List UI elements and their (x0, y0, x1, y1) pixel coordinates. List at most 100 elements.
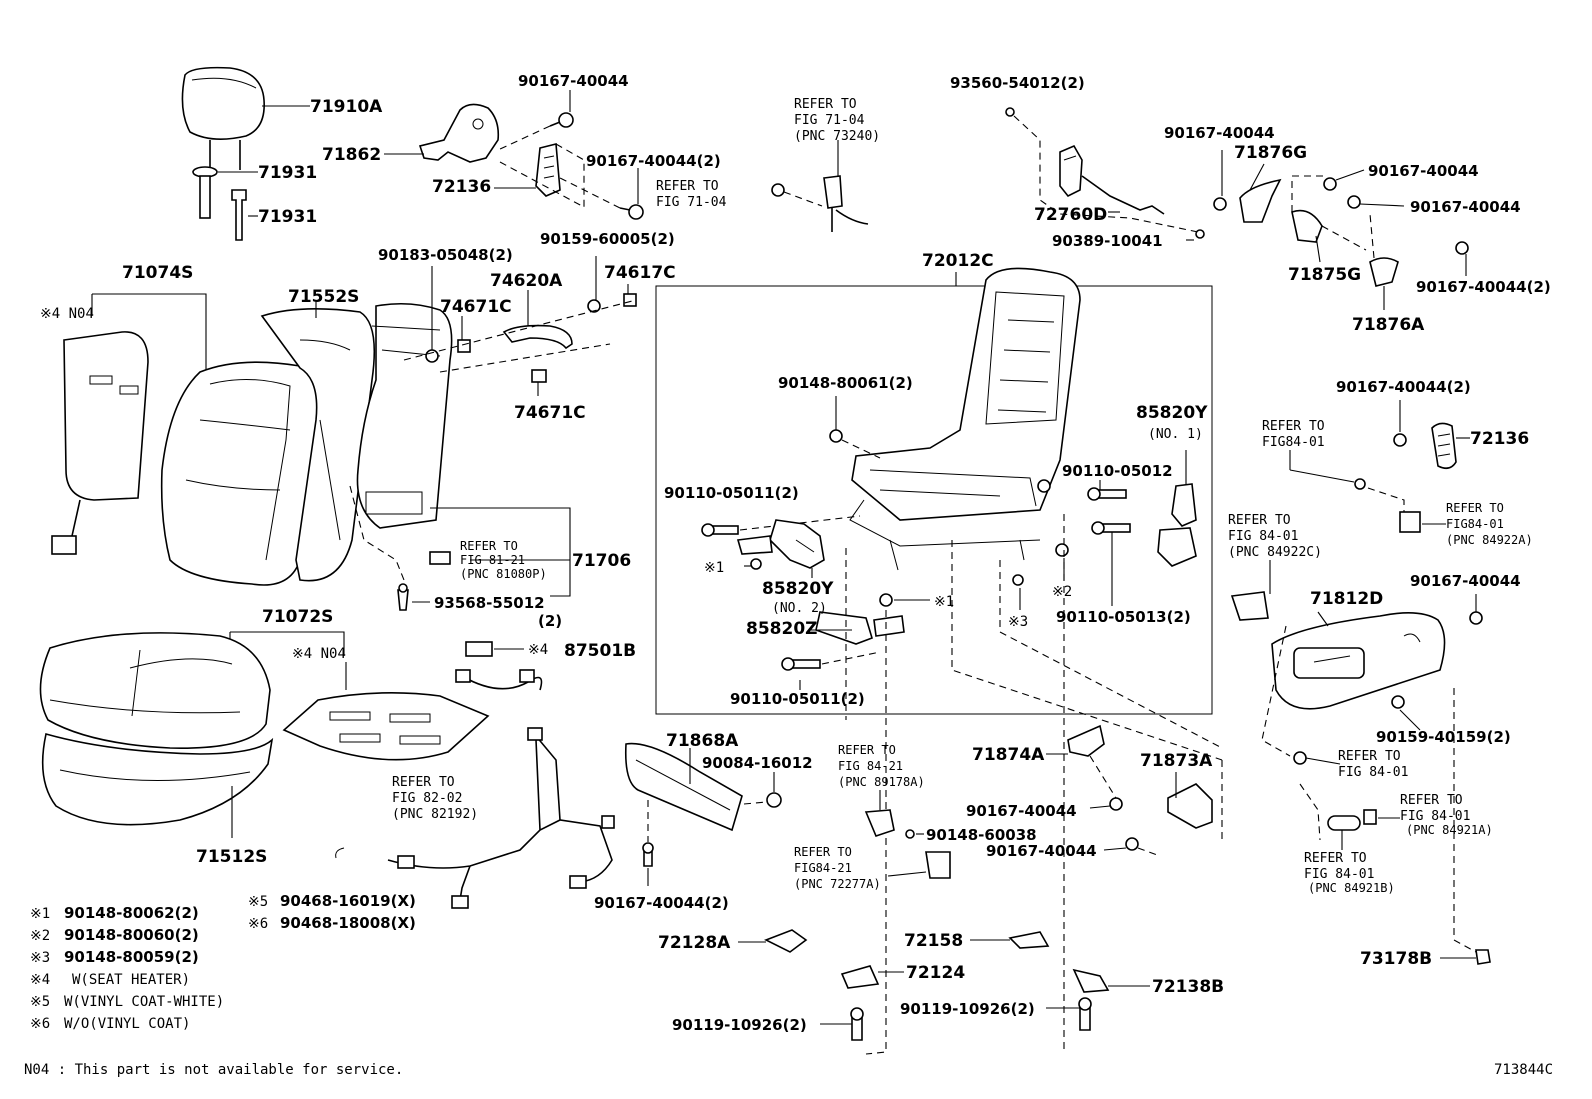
label-85820Z: 85820Z (746, 619, 817, 639)
cap-73178B (1440, 949, 1491, 965)
label-x4-n04-b: ※4 N04 (292, 646, 346, 662)
bracket-71876G (1213, 150, 1282, 223)
refer-8401b-l2: FIG84-01 (1446, 517, 1504, 531)
seatback-cover-71074S (160, 361, 325, 586)
legend-mark-3: ※3 (30, 950, 50, 966)
heater-mat-seat (282, 662, 490, 761)
switch-84922C (1230, 560, 1271, 621)
label-90110-05012: 90110-05012 (1062, 462, 1173, 480)
seatback-pad-71552S (260, 300, 376, 582)
refer-8401f-l1: REFER TO (1304, 851, 1367, 866)
refer-8121-l2: FIG 81-21 (460, 553, 525, 567)
label-90167-71868: 90167-40044(2) (594, 894, 729, 912)
refer-8401d-l2: FIG 84-01 (1338, 765, 1408, 780)
bracket-71873A (1103, 760, 1223, 857)
switch-84922A (1289, 450, 1446, 533)
legend-mark-6: ※6 (30, 1016, 50, 1032)
screw-90167-top (497, 90, 574, 151)
seat-frame-assembly (849, 267, 1081, 571)
label-90167-r2: 90167-40044 (1368, 162, 1479, 180)
label-85820Y-2-sub: (NO. 2) (772, 601, 827, 616)
label-90167-top: 90167-40044 (518, 72, 629, 90)
refer-notes: REFER TO FIG 71-04 (PNC 73240) REFER TO … (392, 97, 1533, 895)
clip-90468 (335, 847, 345, 859)
module-72277A (887, 851, 951, 879)
motor-85820Z (808, 611, 905, 645)
label-71874A: 71874A (972, 745, 1045, 765)
refer-7104a-l1: REFER TO (794, 97, 857, 112)
refer-8421a-l2: FIG 84-21 (838, 759, 903, 773)
label-90167-2a: 90167-40044(2) (586, 152, 721, 170)
bracket-71875G (1291, 175, 1367, 263)
refer-8421a-l3: (PNC 89178A) (838, 775, 925, 789)
label-71074S: 71074S (122, 263, 193, 283)
screws-90167-right (1323, 169, 1469, 276)
label-71512S: 71512S (196, 847, 267, 867)
label-71931-b: 71931 (258, 207, 317, 227)
switch-89178A (864, 790, 924, 839)
label-90110-05013: 90110-05013(2) (1056, 608, 1191, 626)
label-90167-71873: 90167-40044 (986, 842, 1097, 860)
refer-8401e-l2: FIG 84-01 (1400, 809, 1470, 824)
label-74617C: 74617C (604, 263, 676, 283)
legend-mark-1: ※1 (30, 906, 50, 922)
label-71910A: 71910A (310, 97, 383, 117)
refer-7104b-l2: FIG 71-04 (656, 195, 727, 210)
label-90468-16019: 90468-16019(X) (280, 892, 416, 910)
cover-71862 (384, 103, 500, 163)
wire-harness-seat (387, 727, 615, 909)
label-72124: 72124 (906, 963, 965, 983)
heater-connector-87501B (455, 641, 543, 691)
headrest-support-71931 (192, 166, 258, 241)
refer-8401e-l1: REFER TO (1400, 793, 1463, 808)
refer-8401b-l3: (PNC 84922A) (1446, 533, 1533, 547)
label-90167-71812: 90167-40044 (1410, 572, 1521, 590)
refer-8401c-l2: FIG 84-01 (1228, 529, 1298, 544)
label-72136-a: 72136 (432, 177, 491, 197)
label-85820Y-2: 85820Y (762, 579, 834, 599)
refer-8401a-l2: FIG84-01 (1262, 435, 1325, 450)
label-74620A: 74620A (490, 271, 563, 291)
label-90148-80061: 90148-80061(2) (778, 374, 913, 392)
label-74671C-a: 74671C (440, 297, 512, 317)
label-93560: 93560-54012(2) (950, 74, 1085, 92)
label-71875G: 71875G (1288, 265, 1361, 285)
label-72138B: 72138B (1152, 977, 1224, 997)
right-dashed-leads (1261, 625, 1477, 953)
frame-dashed-leads (845, 514, 1223, 1055)
refer-8202-l2: FIG 82-02 (392, 791, 462, 806)
refer-8202-l1: REFER TO (392, 775, 455, 790)
label-72158: 72158 (904, 931, 963, 951)
seat-belt-buckle (771, 140, 869, 232)
label-71072S: 71072S (262, 607, 333, 627)
refer-8421b-l2: FIG84-21 (794, 861, 852, 875)
legend-mark-2: ※2 (30, 928, 50, 944)
label-x3: ※3 (1008, 614, 1028, 630)
legend-text-5: W(VINYL COAT-WHITE) (64, 994, 224, 1010)
motor-85820Y1 (1157, 450, 1197, 567)
switch-knobs-84921 (1327, 809, 1400, 850)
figure-id: 713844C (1494, 1062, 1553, 1078)
label-72128A: 72128A (658, 933, 731, 953)
refer-8401f-l2: FIG 84-01 (1304, 867, 1374, 882)
label-71876G: 71876G (1234, 143, 1307, 163)
knob-72136-right (1393, 400, 1470, 470)
legend-text-1: 90148-80062(2) (64, 904, 199, 922)
label-87501B: 87501B (564, 641, 636, 661)
label-x2: ※2 (1052, 584, 1072, 600)
refer-7104a-l3: (PNC 73240) (794, 129, 880, 144)
label-x1-b: ※1 (934, 594, 954, 610)
label-90148-60038: 90148-60038 (926, 826, 1037, 844)
refer-8401f-l3: (PNC 84921B) (1308, 881, 1395, 895)
lumbar-71706 (349, 485, 571, 611)
legend-mark-5: ※5 (30, 994, 50, 1010)
legend-mark-4: ※4 (30, 972, 50, 988)
bracket-71074S (91, 293, 207, 380)
label-90167-71874: 90167-40044 (966, 802, 1077, 820)
legend-text-4: W(SEAT HEATER) (72, 972, 190, 988)
seat-cushion-cover-71072S (39, 632, 271, 749)
bracket-71874A (1046, 724, 1123, 811)
label-x6: ※6 (248, 916, 268, 932)
label-x1-a: ※1 (704, 560, 724, 576)
